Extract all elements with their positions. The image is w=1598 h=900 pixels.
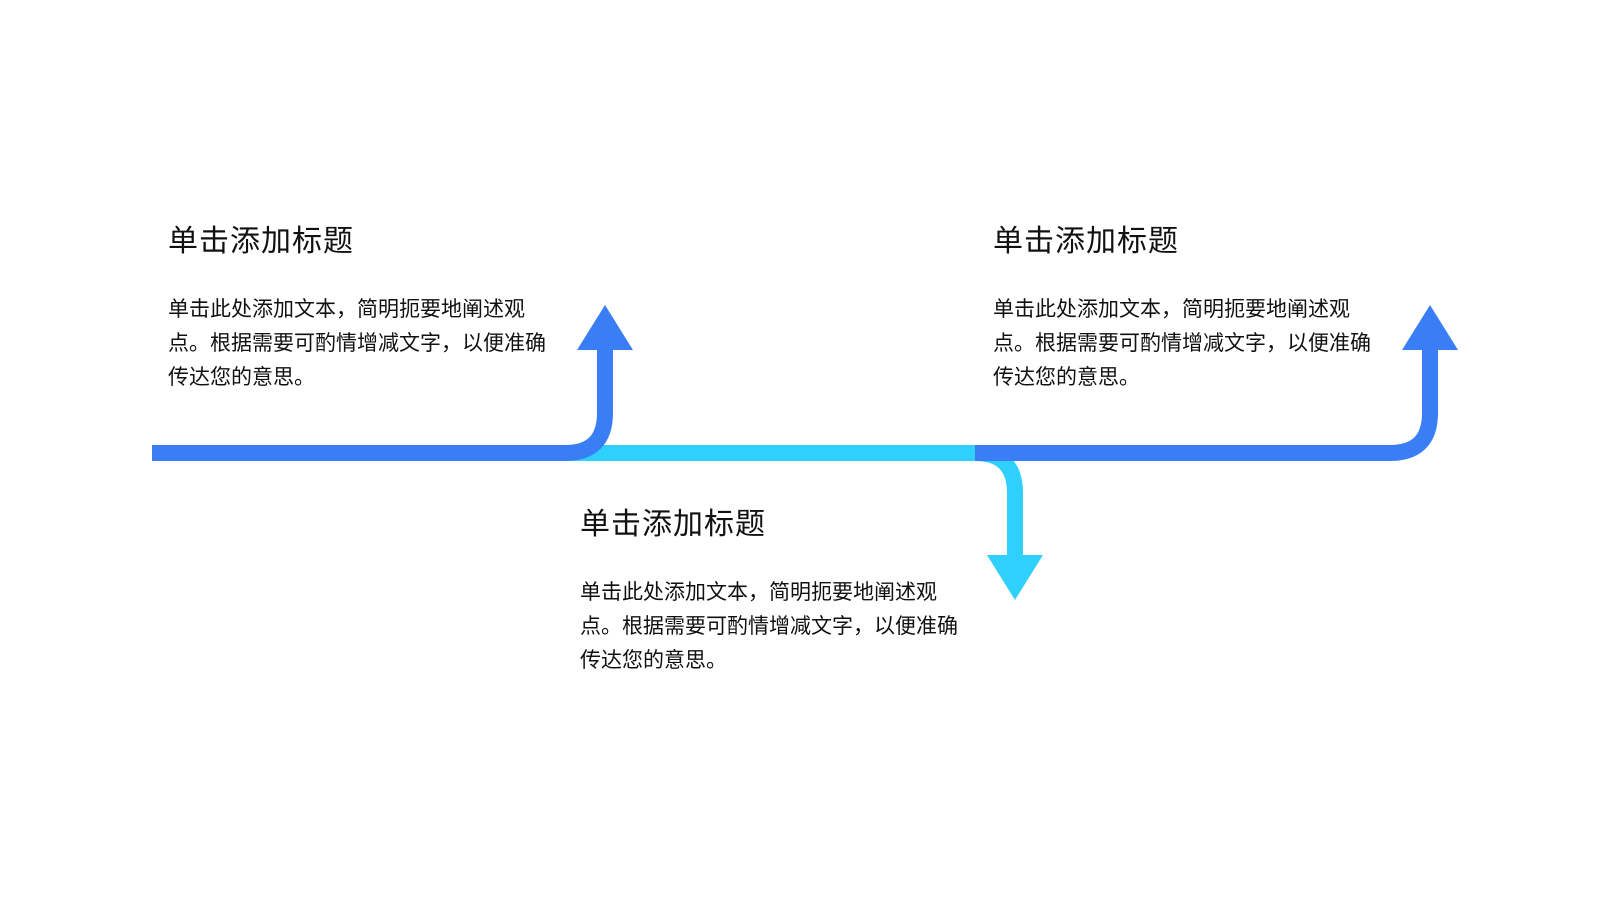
- arrow-3-line: [975, 345, 1438, 461]
- arrow-1-line: [152, 345, 613, 461]
- step-2-text[interactable]: 单击此处添加文本，简明扼要地阐述观点。根据需要可酌情增减文字，以便准确传达您的意…: [580, 580, 958, 672]
- step-1-text[interactable]: 单击此处添加文本，简明扼要地阐述观点。根据需要可酌情增减文字，以便准确传达您的意…: [168, 297, 546, 389]
- step-2: 单击添加标题 单击此处添加文本，简明扼要地阐述观点。根据需要可酌情增减文字，以便…: [580, 505, 980, 677]
- arrow-2-head-icon: [987, 555, 1043, 600]
- step-2-title[interactable]: 单击添加标题: [580, 507, 766, 542]
- arrow-1-head-icon: [577, 305, 633, 350]
- step-1: 单击添加标题 单击此处添加文本，简明扼要地阐述观点。根据需要可酌情增减文字，以便…: [168, 222, 568, 394]
- step-3-title[interactable]: 单击添加标题: [993, 224, 1179, 259]
- step-1-title[interactable]: 单击添加标题: [168, 224, 354, 259]
- step-3: 单击添加标题 单击此处添加文本，简明扼要地阐述观点。根据需要可酌情增减文字，以便…: [993, 222, 1393, 394]
- arrow-3-head-icon: [1402, 305, 1458, 350]
- step-3-text[interactable]: 单击此处添加文本，简明扼要地阐述观点。根据需要可酌情增减文字，以便准确传达您的意…: [993, 297, 1371, 389]
